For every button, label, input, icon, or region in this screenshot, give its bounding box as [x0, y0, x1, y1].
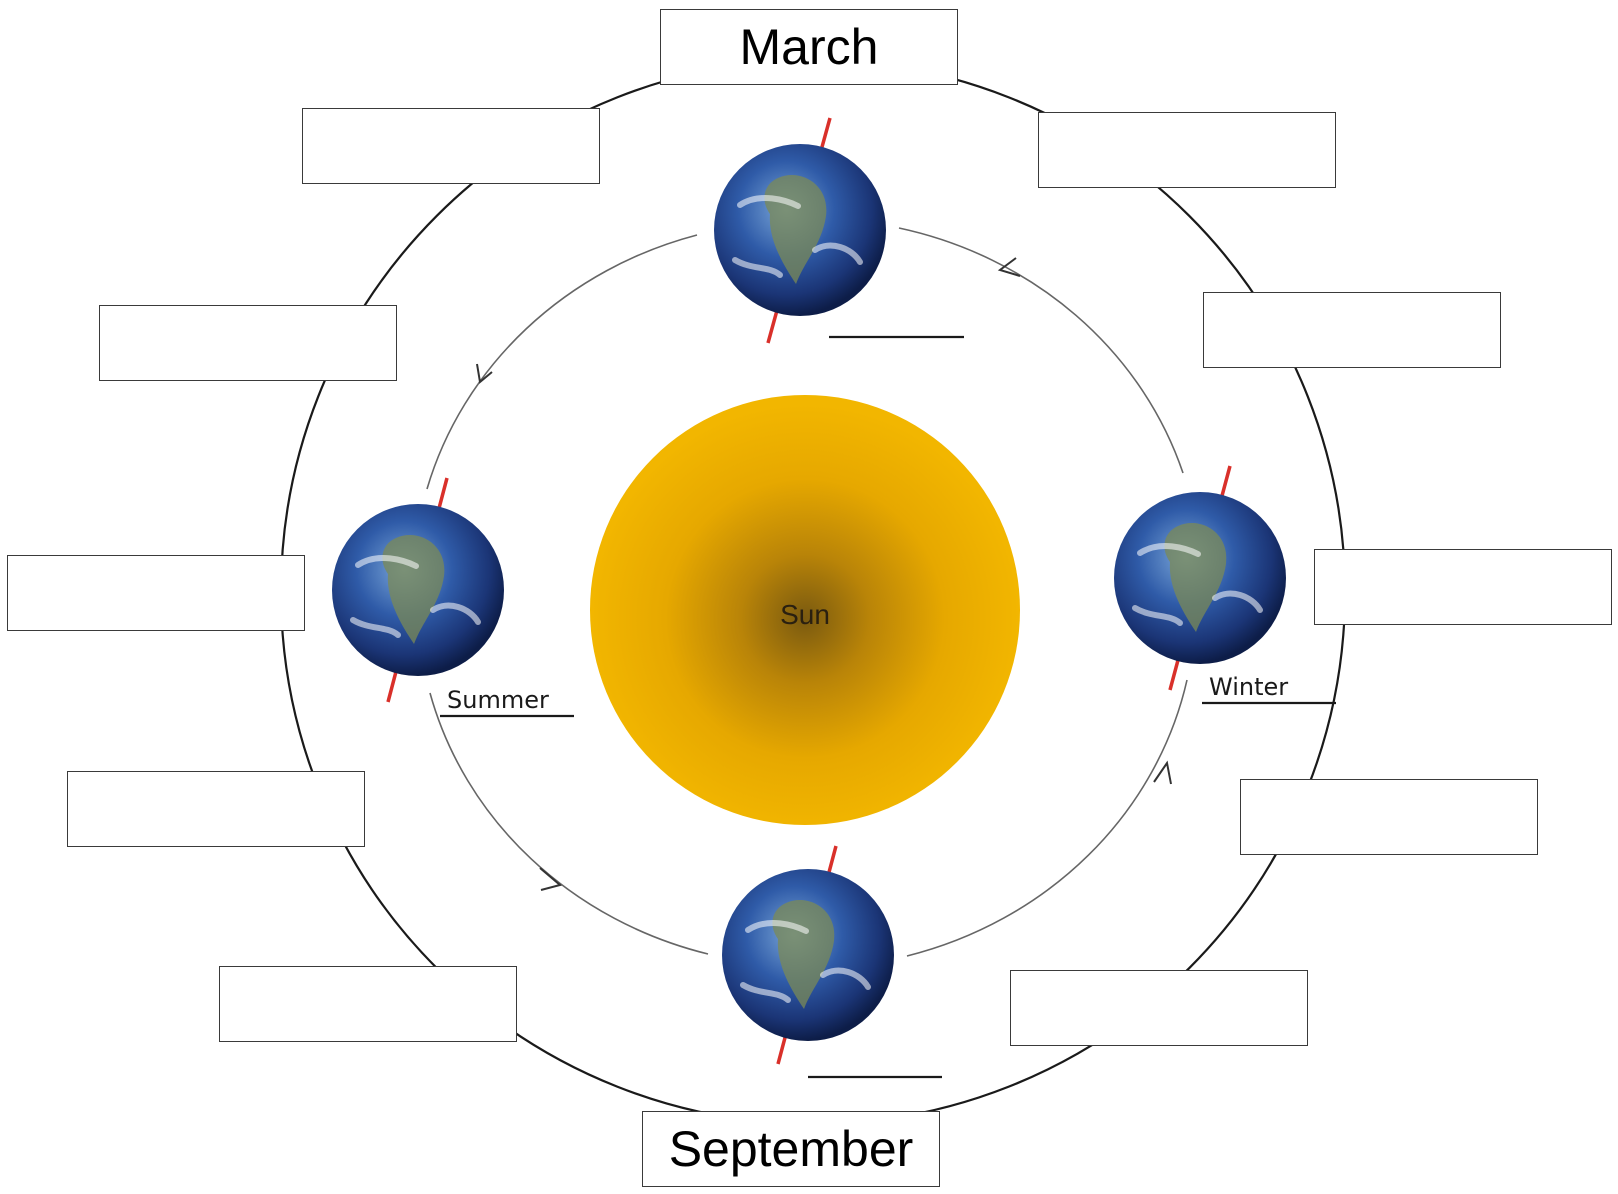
earth-winter	[1114, 465, 1336, 705]
orbit-arrow-icon	[476, 363, 493, 384]
orbit-arc-right-to-top	[898, 227, 1184, 474]
orbit-arrows	[476, 257, 1172, 891]
blank-answer-box[interactable]	[219, 966, 517, 1042]
blank-answer-box[interactable]	[7, 555, 305, 631]
cloud-shape	[732, 195, 863, 278]
cloud-shape	[350, 555, 481, 638]
blank-answer-box[interactable]	[99, 305, 397, 381]
earth-september	[722, 845, 942, 1079]
blank-answer-box[interactable]	[302, 108, 600, 184]
sun	[590, 395, 1020, 825]
blank-answer-box[interactable]	[1010, 970, 1308, 1046]
orbit-arrow-icon	[1153, 760, 1172, 785]
blank-answer-box[interactable]	[67, 771, 365, 847]
month-box-march: March	[660, 9, 958, 85]
orbit-arc-left-to-bottom	[429, 692, 709, 955]
cloud-shape	[740, 920, 871, 1003]
earth-march	[714, 117, 964, 344]
earth-summer	[332, 477, 574, 718]
orbit-arrow-icon	[997, 257, 1021, 277]
blank-answer-box[interactable]	[1240, 779, 1538, 855]
orbit-path	[426, 227, 1188, 957]
orbit-arc-top-to-left	[426, 234, 698, 490]
blank-answer-box[interactable]	[1314, 549, 1612, 625]
season-label-winter: Winter	[1209, 673, 1289, 701]
orbit-arrow-icon	[539, 867, 563, 891]
blank-answer-box[interactable]	[1203, 292, 1501, 368]
sun-label: Sun	[780, 599, 830, 630]
season-label-summer: Summer	[447, 686, 549, 714]
month-box-september: September	[642, 1111, 940, 1187]
cloud-shape	[1132, 543, 1263, 626]
blank-answer-box[interactable]	[1038, 112, 1336, 188]
orbit-arc-bottom-to-right	[906, 679, 1188, 957]
